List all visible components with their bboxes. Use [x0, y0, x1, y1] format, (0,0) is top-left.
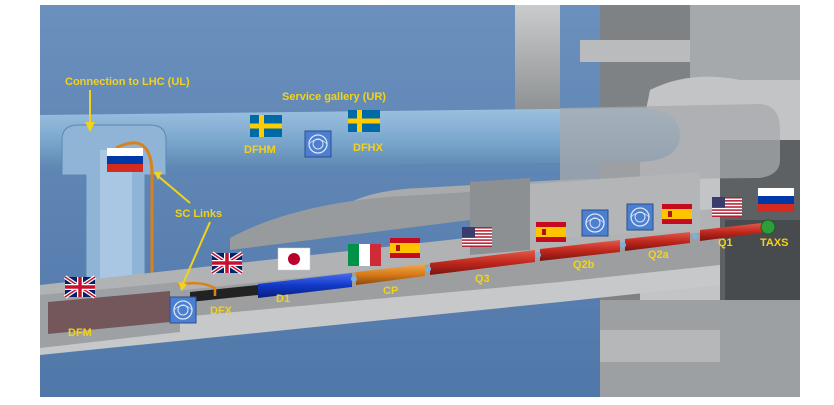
label-q2b: Q2b [573, 259, 595, 271]
cp-magnet [356, 264, 425, 285]
italy-flag-icon [348, 244, 381, 266]
label-q1: Q1 [718, 237, 733, 249]
flags [65, 110, 794, 324]
cern-logo-icon [581, 209, 609, 237]
cern-logo-icon [304, 130, 332, 158]
connection-shaft [61, 124, 167, 301]
label-service-gallery: Service gallery (UR) [282, 91, 386, 103]
labels: Connection to LHC (UL) Service gallery (… [65, 76, 789, 339]
label-dfhx: DFHX [353, 142, 384, 154]
uk-flag-icon [212, 253, 242, 273]
sweden-flag-icon [250, 115, 282, 137]
label-dfm: DFM [68, 327, 92, 339]
label-dfx: DFX [210, 305, 233, 317]
taxs-absorber [760, 219, 776, 235]
label-cp: CP [383, 285, 398, 297]
label-d1: D1 [276, 293, 290, 305]
q3-magnet [430, 250, 535, 275]
spain-flag-icon [536, 222, 566, 242]
arrows [85, 90, 211, 291]
label-dfhm: DFHM [244, 144, 276, 156]
russia-flag-icon [107, 148, 143, 172]
usa-flag-icon [712, 197, 742, 217]
uk-flag-icon [65, 277, 95, 297]
label-q3: Q3 [475, 273, 490, 285]
magnet-string [177, 219, 776, 302]
spain-flag-icon [662, 204, 692, 224]
service-gallery-tube [40, 104, 780, 180]
d1-magnet [258, 273, 352, 298]
cern-logo-icon [626, 203, 654, 231]
usa-flag-icon [462, 227, 492, 247]
label-taxs: TAXS [760, 237, 789, 249]
label-connection: Connection to LHC (UL) [65, 76, 190, 88]
label-q2a: Q2a [648, 249, 670, 261]
spain-flag-icon [390, 238, 420, 258]
japan-flag-icon [277, 247, 311, 271]
q2a-magnet [625, 232, 690, 251]
q1-magnet [700, 223, 762, 241]
label-sc-links: SC Links [175, 208, 222, 220]
russia-flag-icon [758, 188, 794, 212]
q2b-magnet [540, 240, 620, 261]
cern-logo-icon [169, 296, 197, 324]
sweden-flag-icon [348, 110, 380, 132]
